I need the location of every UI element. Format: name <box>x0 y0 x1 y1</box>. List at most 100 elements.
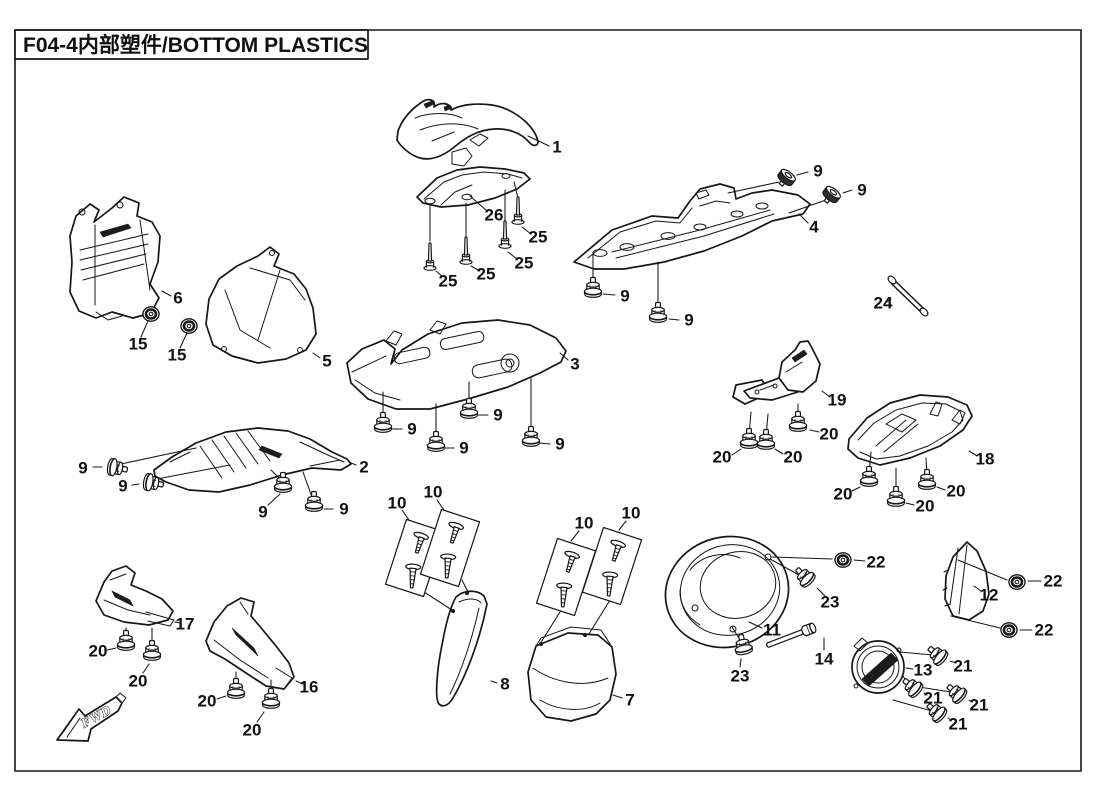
callout-label-2: 2 <box>359 458 368 477</box>
leader-line <box>798 213 809 224</box>
callout-label-10: 10 <box>622 504 641 523</box>
callout-label-24: 24 <box>874 294 893 313</box>
leader-line <box>142 663 150 674</box>
leader-line <box>739 658 742 668</box>
part-1-upper-bracket <box>396 98 539 167</box>
leader-line <box>905 667 914 670</box>
grommet-glyph <box>179 317 199 335</box>
callout-label-9: 9 <box>493 406 502 425</box>
leader-line <box>886 298 892 303</box>
leader-lines-layer <box>92 135 1042 723</box>
leader-line <box>968 450 978 457</box>
callout-label-13: 13 <box>914 661 933 680</box>
leader-line <box>957 559 1008 581</box>
part-19-bracket <box>732 340 821 405</box>
callout-label-20: 20 <box>916 497 935 516</box>
grommet-glyph <box>1007 573 1027 591</box>
leader-line <box>435 270 444 278</box>
leader-line <box>106 647 117 651</box>
pin-glyph <box>423 242 437 271</box>
leader-line <box>131 483 140 486</box>
leader-line <box>470 265 481 272</box>
part-13-round-cover <box>851 637 905 694</box>
mount-glyph <box>818 183 843 208</box>
bolt-glyph <box>521 425 541 447</box>
part-5-right-shield <box>205 246 317 364</box>
part-2-front-lower-panel <box>153 427 352 493</box>
clipkit-glyph <box>419 508 481 588</box>
leader-line <box>602 293 616 296</box>
callout-label-17: 17 <box>176 615 195 634</box>
bolt-glyph <box>941 678 970 706</box>
page-title: F04-4内部塑件/BOTTOM PLASTICS <box>23 33 368 57</box>
leader-line <box>507 251 518 260</box>
mount-glyph <box>773 166 798 191</box>
callout-label-9: 9 <box>339 500 348 519</box>
callout-label-25: 25 <box>515 254 534 273</box>
callout-label-23: 23 <box>731 667 750 686</box>
leader-line <box>731 448 742 456</box>
grommet-glyph <box>999 621 1019 639</box>
callout-label-8: 8 <box>500 675 509 694</box>
leader-line <box>348 461 357 466</box>
leader-line <box>774 448 784 455</box>
grommet-glyph <box>833 551 853 569</box>
leader-line <box>851 486 861 492</box>
leader-line <box>295 680 304 685</box>
callout-label-25: 25 <box>439 272 458 291</box>
bolt-glyph <box>739 427 759 449</box>
drawing-frame <box>14 29 1082 772</box>
bolt-glyph <box>426 430 446 452</box>
callout-label-6: 6 <box>173 289 182 308</box>
leader-line <box>174 621 181 624</box>
callout-label-21: 21 <box>970 696 989 715</box>
callout-label-9: 9 <box>78 459 87 478</box>
callout-label-18: 18 <box>976 450 995 469</box>
callout-label-22: 22 <box>1035 621 1054 640</box>
leader-line <box>521 226 532 235</box>
callout-label-20: 20 <box>243 721 262 740</box>
callout-label-10: 10 <box>575 514 594 533</box>
callout-label-10: 10 <box>424 483 443 502</box>
callout-label-15: 15 <box>168 346 187 365</box>
clipkit-glyph <box>535 537 597 617</box>
bolt-glyph <box>648 301 668 323</box>
callout-label-20: 20 <box>834 485 853 504</box>
leader-line <box>612 694 623 699</box>
leader-line <box>179 332 188 349</box>
callout-label-19: 19 <box>828 391 847 410</box>
callout-label-26: 26 <box>485 206 504 225</box>
fwd-arrow: FWD <box>56 692 127 742</box>
leader-line <box>256 711 265 723</box>
leader-line <box>816 587 826 597</box>
bolt-glyph <box>116 629 136 651</box>
part-8-left-flap <box>435 590 488 707</box>
leader-line <box>973 585 982 592</box>
callout-label-3: 3 <box>570 355 579 374</box>
leader-line <box>842 189 853 194</box>
leader-line <box>539 611 561 645</box>
callout-label-20: 20 <box>198 692 217 711</box>
callout-label-23: 23 <box>821 593 840 612</box>
callout-label-11: 11 <box>763 621 781 640</box>
callout-label-20: 20 <box>713 448 732 467</box>
bolt-glyph <box>459 397 479 419</box>
grommet-glyph <box>141 305 161 323</box>
callout-label-21: 21 <box>954 657 973 676</box>
leader-line <box>436 499 445 511</box>
leader-line <box>748 621 763 629</box>
leader-line <box>853 559 866 562</box>
callout-label-9: 9 <box>684 311 693 330</box>
callout-label-9: 9 <box>620 287 629 306</box>
callout-label-7: 7 <box>625 691 634 710</box>
leader-line <box>588 599 611 635</box>
callout-label-4: 4 <box>809 218 819 237</box>
callout-label-20: 20 <box>947 482 966 501</box>
leader-line <box>968 699 973 703</box>
part-17-front-fin <box>95 565 175 627</box>
part-16-rear-fin <box>205 597 295 690</box>
leader-line <box>796 171 809 176</box>
callout-label-5: 5 <box>322 352 331 371</box>
callout-label-21: 21 <box>949 715 968 734</box>
